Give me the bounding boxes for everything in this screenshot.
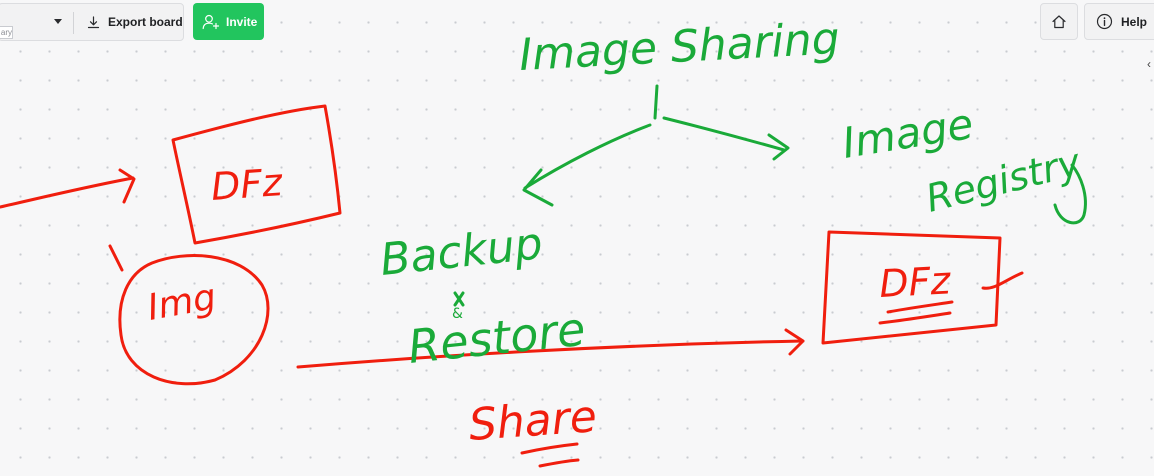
arrow-to-backup-head — [522, 168, 554, 207]
circle-text: Img — [144, 277, 219, 329]
share-arrow-stroke — [296, 339, 804, 369]
export-board-button[interactable]: Export board — [75, 4, 183, 40]
red-ink-strokes — [0, 104, 1024, 468]
share-text: Share — [467, 391, 598, 451]
board-select-value: ary — [0, 26, 13, 39]
right-hook-stroke — [981, 271, 1024, 290]
left-arrow-stroke — [0, 176, 135, 209]
help-label: Help — [1121, 14, 1148, 29]
home-icon — [1052, 14, 1066, 28]
share-underline-1 — [520, 442, 579, 455]
registry-hook-stroke — [1053, 163, 1087, 225]
arrow-to-registry-head — [767, 133, 790, 161]
left-box-text: DFz — [210, 160, 285, 209]
title-text: Image Sharing — [518, 13, 841, 81]
right-box-outline — [821, 230, 1002, 345]
right-box-text: DFz — [878, 258, 952, 306]
left-box-outline — [171, 104, 342, 245]
green-ink-strokes — [453, 84, 1087, 307]
arrow-to-registry-stroke — [662, 116, 786, 152]
help-button[interactable]: Help — [1084, 3, 1154, 40]
download-icon — [87, 15, 100, 28]
connector-tick — [108, 244, 124, 272]
home-button[interactable] — [1040, 3, 1078, 40]
board-toolbar-group: ary Export board — [0, 3, 184, 41]
registry-line-1: Image — [839, 99, 977, 168]
export-board-label: Export board — [108, 15, 183, 29]
arrow-to-backup-stroke — [523, 123, 652, 190]
share-underline-2 — [538, 458, 580, 468]
backup-text: Backup — [378, 218, 545, 286]
invite-label: Invite — [226, 14, 258, 29]
right-box-underline-1 — [886, 300, 954, 314]
chevron-left-icon[interactable]: ‹ — [1147, 57, 1151, 71]
restore-text: Restore — [406, 302, 588, 374]
toolbar-divider — [73, 12, 74, 34]
circle-outline — [118, 254, 270, 386]
ampersand-mark — [453, 291, 465, 307]
board-select[interactable]: ary — [0, 4, 73, 40]
invite-button[interactable]: Invite — [193, 3, 264, 40]
right-box-underline-2 — [878, 311, 952, 325]
add-user-icon — [202, 14, 220, 29]
ampersand-text: & — [452, 306, 463, 322]
share-arrow-head — [784, 328, 805, 356]
info-icon — [1096, 13, 1113, 30]
chevron-down-icon[interactable] — [54, 19, 62, 24]
title-stem-stroke — [653, 84, 659, 120]
left-arrow-head — [118, 168, 136, 204]
